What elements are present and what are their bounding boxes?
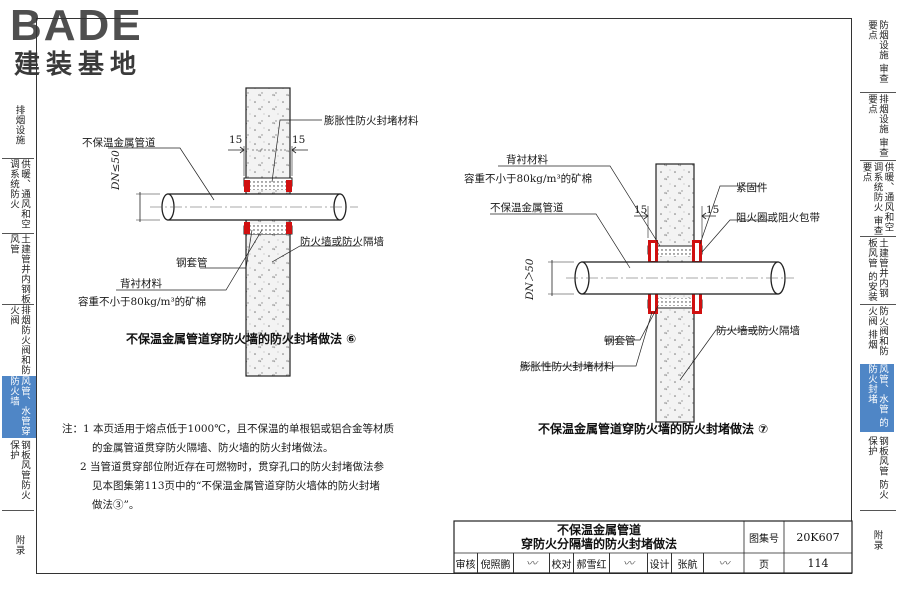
label-sleeve-7: 钢套管 <box>604 335 636 347</box>
drawing-frame <box>36 18 852 574</box>
label-pipe-7: 不保温金属管道 <box>490 202 564 214</box>
review-label: 审核 <box>454 553 478 573</box>
label-firestop-ring-7: 阻火圈或阻火包带 <box>736 212 820 224</box>
dim-dn-6: DN≤50 <box>110 150 122 190</box>
label-backing-7: 背衬材料 <box>506 154 548 166</box>
right-tab-divider <box>860 92 896 93</box>
label-density-6: 容重不小于80kg/m³的矿棉 <box>78 296 207 308</box>
caption-detail-6: 不保温金属管道穿防火墙的防火封堵做法 ⑥ <box>126 332 357 346</box>
left-tab-appendix[interactable]: 附录 <box>13 535 25 555</box>
right-tab-duct-protection[interactable]: 钢板风管 防火保护 <box>866 436 888 500</box>
logo-tagline: 建装基地 <box>14 50 143 80</box>
right-tab-smoke-exhaust[interactable]: 排烟设施 审查要点 <box>866 94 888 158</box>
label-sealant-6: 膨胀性防火封堵材料 <box>324 115 419 127</box>
left-tab-shaft-duct[interactable]: 土建管井内钢板风管 <box>8 234 30 304</box>
page-label: 页 <box>759 559 769 571</box>
mineral-wool-7 <box>658 248 692 256</box>
left-tab-divider <box>2 158 34 159</box>
left-tab-divider <box>2 233 34 234</box>
title-block-frame <box>453 520 853 574</box>
left-tab-hvac-fire[interactable]: 供暖、通风和空调系统防火 <box>8 159 30 229</box>
check-label: 校对 <box>550 553 574 573</box>
right-tab-divider <box>860 304 896 305</box>
logo-wordmark: BADE <box>10 1 143 50</box>
sealant-6 <box>244 180 250 192</box>
detail-6 <box>108 87 360 377</box>
right-tab-divider <box>860 236 896 237</box>
dim-dn-7: DN＞50 <box>524 258 536 300</box>
right-tab-appendix[interactable]: 附录 <box>871 530 883 550</box>
note-line: 见本图集第113页中的“不保温金属管道穿防火墙体的防火封堵 <box>92 480 380 492</box>
right-tab-smoke-control[interactable]: 防烟设施 审查要点 <box>866 20 888 84</box>
check-signature: 〰 <box>610 553 648 573</box>
right-tab-hvac-fire[interactable]: 供暖、通风和空调系统防火 审查要点 <box>860 162 894 236</box>
label-sealant-7: 膨胀性防火封堵材料 <box>520 361 615 373</box>
mineral-wool-6 <box>250 180 286 190</box>
left-index-tabs: 排烟设施 供暖、通风和空调系统防火 土建管井内钢板风管 排烟防火阀和防火阀 风管… <box>0 0 36 600</box>
title-block: 不保温金属管道 穿防火分隔墙的防火封堵做法 图集号 20K607 审核 倪照鹏 … <box>454 521 852 573</box>
mineral-wool-6 <box>250 224 286 234</box>
note-line: 注：1 本页适用于熔点低于1000℃，且不保温的单根铝或铝合金等材质 <box>62 423 394 435</box>
dim-15-left-6: 15 <box>229 134 243 146</box>
check-name: 郝雪红 <box>574 553 610 573</box>
drawing-title: 不保温金属管道 穿防火分隔墙的防火封堵做法 <box>520 523 677 551</box>
dim-15-left-7: 15 <box>634 204 648 216</box>
design-signature: 〰 <box>718 557 730 570</box>
label-wall-6: 防火墙或防火隔墙 <box>300 236 384 248</box>
page-number: 114 <box>807 556 829 570</box>
left-tab-duct-protection[interactable]: 钢板风管防火保护 <box>8 440 30 500</box>
note-line: 2 当管道贯穿部位附近存在可燃物时，贯穿孔口的防火封堵做法参 <box>80 461 385 473</box>
note-line: 做法③”。 <box>92 499 140 511</box>
label-wall-7: 防火墙或防火隔墙 <box>716 325 800 337</box>
label-fastener-7: 紧固件 <box>736 182 768 194</box>
sealant-6 <box>286 222 292 234</box>
right-tab-divider <box>860 160 896 161</box>
label-backing-6: 背衬材料 <box>120 278 162 290</box>
right-tab-fire-damper[interactable]: 防火阀和防火阀 排烟 <box>866 306 888 356</box>
atlas-number: 20K607 <box>796 530 840 544</box>
right-tab-shaft-duct[interactable]: 土建管井内钢板风管 的安装 <box>866 238 888 302</box>
sealant-6 <box>244 222 250 234</box>
note-line: 的金属管道贯穿防火隔墙、防火墙的防火封堵做法。 <box>92 442 334 454</box>
left-tab-fire-damper[interactable]: 排烟防火阀和防火阀 <box>8 305 30 375</box>
left-tab-pipe-firewall[interactable]: 风管、水管穿防火墙 <box>2 376 36 438</box>
left-tab-divider <box>2 304 34 305</box>
review-signature: 〰 <box>514 553 550 573</box>
review-name: 倪照鹏 <box>478 553 514 573</box>
design-name: 张航 <box>672 553 704 573</box>
label-density-7: 容重不小于80kg/m³的矿棉 <box>464 173 593 185</box>
detail-7 <box>490 163 794 423</box>
design-label: 设计 <box>648 553 672 573</box>
right-index-tabs: 防烟设施 审查要点 排烟设施 审查要点 供暖、通风和空调系统防火 审查要点 土建… <box>856 0 900 600</box>
dim-15-right-6: 15 <box>292 134 306 146</box>
right-tab-divider <box>860 510 896 511</box>
label-pipe-6: 不保温金属管道 <box>82 137 156 149</box>
dim-15-right-7: 15 <box>706 204 720 216</box>
notes-block: 注：1 本页适用于熔点低于1000℃，且不保温的单根铝或铝合金等材质 的金属管道… <box>62 420 394 515</box>
label-sleeve-6: 钢套管 <box>176 257 208 269</box>
sealant-6 <box>286 180 292 192</box>
caption-detail-7: 不保温金属管道穿防火墙的防火封堵做法 ⑦ <box>538 422 769 436</box>
right-tab-pipe-firewall[interactable]: 风管、水管 的防火封堵 <box>860 364 894 432</box>
left-tab-smoke-exhaust[interactable]: 排烟设施 <box>13 105 25 145</box>
mineral-wool-7 <box>658 298 692 306</box>
left-tab-divider <box>2 510 34 511</box>
atlas-label: 图集号 <box>749 533 779 545</box>
